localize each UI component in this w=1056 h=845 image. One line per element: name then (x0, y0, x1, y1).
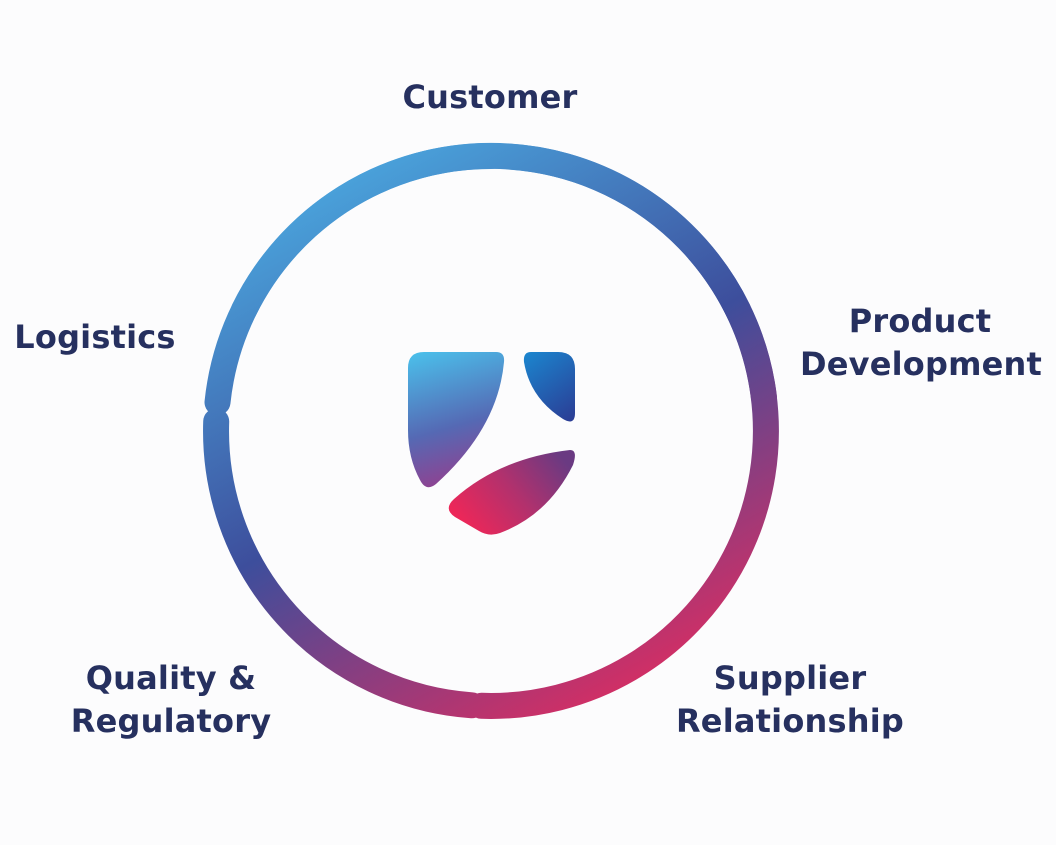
arc-quality-regulatory (204, 143, 504, 416)
shield-right-piece (523, 352, 575, 422)
ring-arcs (203, 142, 779, 719)
arc-logistics (497, 143, 777, 411)
label-quality-regulatory: Quality & Regulatory (70, 659, 272, 740)
arc-supplier-relationship (203, 408, 485, 719)
label-logistics: Logistics (14, 318, 176, 356)
label-product-development: Product Development (800, 302, 1043, 383)
label-supplier-relationship: Supplier Relationship (675, 659, 905, 740)
shield-left-piece (408, 352, 505, 488)
shield-bottom-piece (448, 450, 575, 535)
label-customer: Customer (402, 78, 578, 116)
shield-logo-icon (408, 352, 575, 535)
